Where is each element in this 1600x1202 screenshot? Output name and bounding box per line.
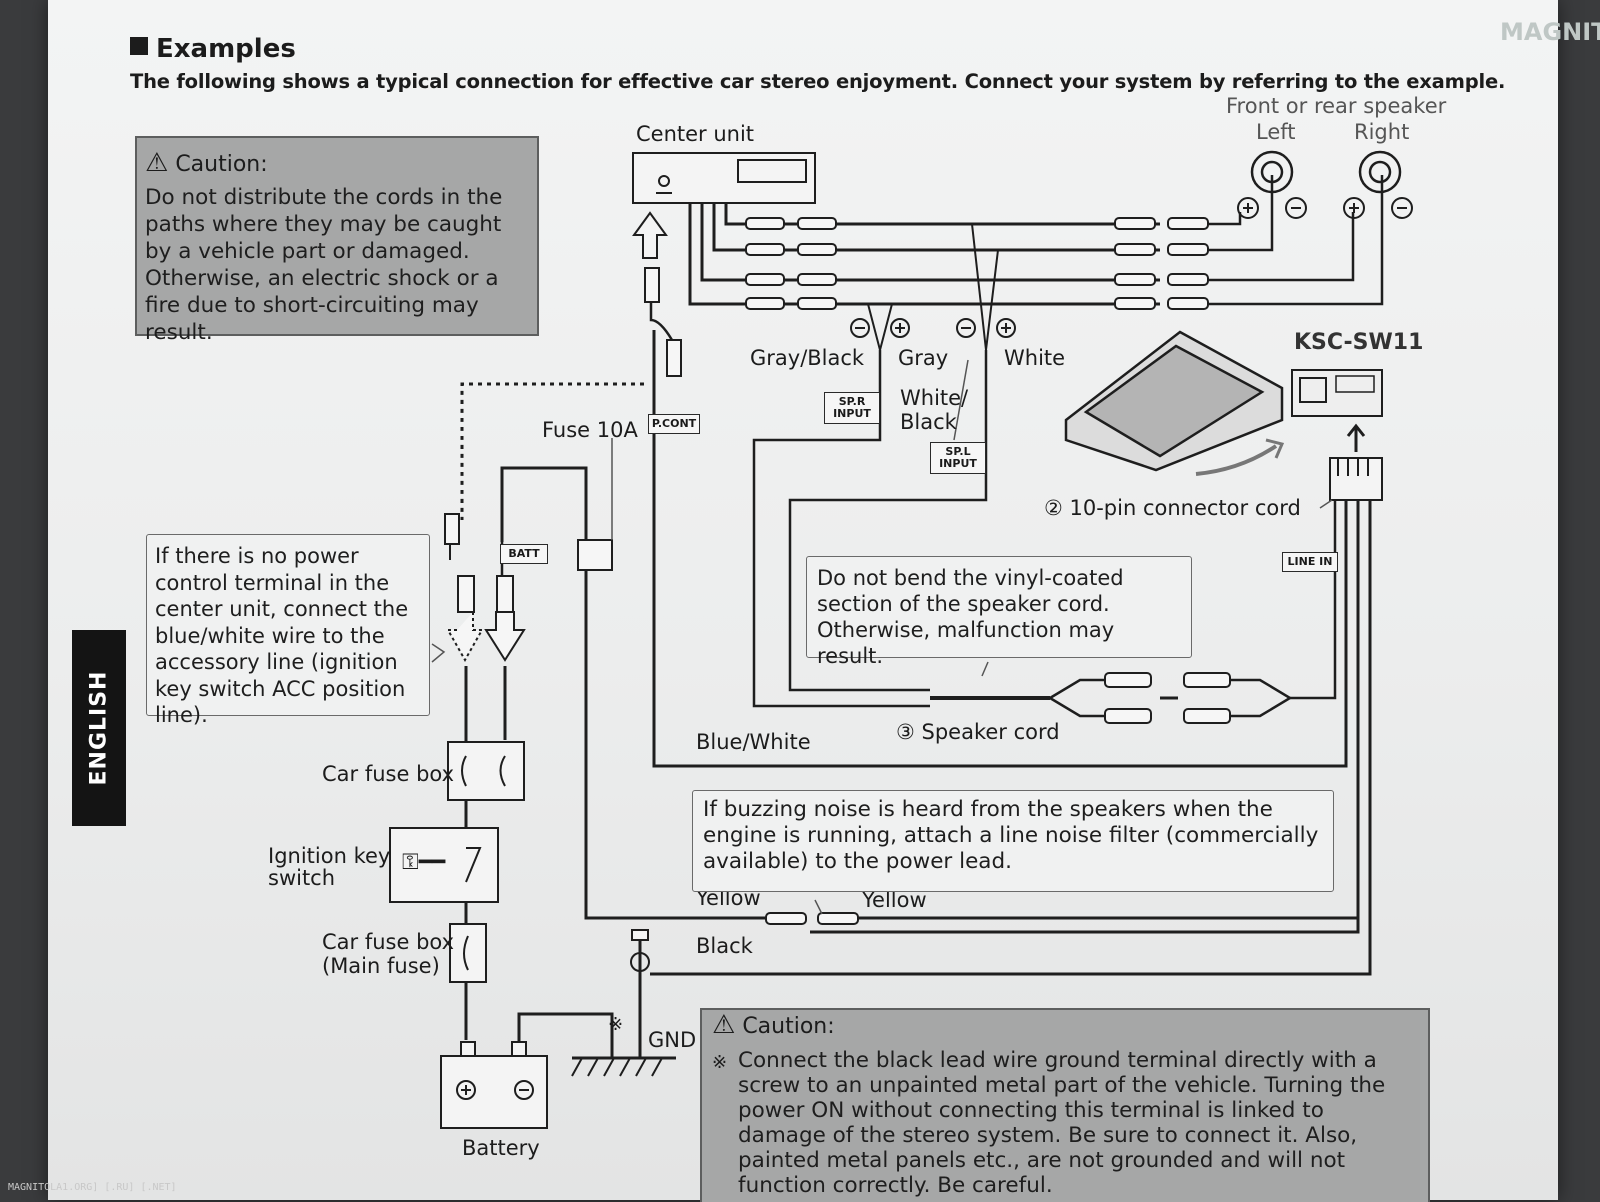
warning-icon: ⚠ xyxy=(145,148,169,178)
subwoofer-unit-icon xyxy=(1064,330,1284,472)
main-fuse-label-2: (Main fuse) xyxy=(322,954,440,978)
speaker-cord-label: ③ Speaker cord xyxy=(896,720,1060,744)
watermark-logo: MAGNITOLA xyxy=(1500,18,1600,46)
caution-box-bottom: ⚠ Caution: ※ Connect the black lead wire… xyxy=(700,1008,1430,1202)
language-tab: ENGLISH xyxy=(72,630,126,826)
connector-cord-label: ② 10-pin connector cord xyxy=(1044,496,1301,520)
main-fuse-label-1: Car fuse box xyxy=(322,930,455,954)
center-unit-label: Center unit xyxy=(636,122,755,146)
note-noise-text: If buzzing noise is heard from the speak… xyxy=(703,797,1319,874)
caution-box-top: ⚠ Caution: Do not distribute the cords i… xyxy=(135,136,539,345)
arrow-up-icon xyxy=(632,211,668,259)
sp-r-input-tag: SP.R INPUT xyxy=(824,392,880,424)
note-power-text: If there is no power control terminal in… xyxy=(155,544,409,727)
batt-tag: BATT xyxy=(500,544,548,564)
caution-bottom-text: Connect the black lead wire ground termi… xyxy=(738,1048,1386,1198)
note-noise-box: If buzzing noise is heard from the speak… xyxy=(692,790,1334,892)
caution-bottom-mark: ※ xyxy=(712,1052,728,1073)
note-bend-text: Do not bend the vinyl-coated section of … xyxy=(817,566,1124,668)
caution-text: Do not distribute the cords in the paths… xyxy=(145,185,503,345)
note-power-box: If there is no power control terminal in… xyxy=(146,534,430,727)
center-unit-box xyxy=(632,152,816,204)
fuse-label: Fuse 10A xyxy=(542,418,638,442)
caution-title: ⚠ Caution: xyxy=(145,148,268,178)
speaker-left-label: Left xyxy=(1256,120,1296,144)
subwoofer-model-label: KSC-SW11 xyxy=(1294,330,1424,355)
white-black-label-1: White/ xyxy=(900,386,969,410)
footer-watermark: MAGNITOLA1.ORG] [.RU] [.NET] xyxy=(8,1182,177,1193)
line-in-tag: LINE IN xyxy=(1282,552,1338,572)
speaker-title: Front or rear speaker xyxy=(1226,94,1447,118)
sp-l-input-tag: SP.L INPUT xyxy=(930,442,986,474)
yellow-right-label: Yellow xyxy=(862,888,927,912)
ground-mark: ※ xyxy=(608,1014,624,1035)
intro-text: The following shows a typical connection… xyxy=(130,70,1506,93)
note-bend-box: Do not bend the vinyl-coated section of … xyxy=(806,556,1192,668)
ignition-label-1: Ignition key xyxy=(268,844,391,868)
blue-white-label: Blue/White xyxy=(696,730,811,754)
speaker-left-icon xyxy=(1250,150,1294,194)
caution-bottom-title: ⚠ Caution: xyxy=(712,1010,835,1040)
gray-label: Gray xyxy=(898,346,949,370)
battery-icon xyxy=(440,1055,548,1129)
car-fuse-box-label: Car fuse box xyxy=(322,762,455,786)
white-label: White xyxy=(1004,346,1066,370)
speaker-right-label: Right xyxy=(1354,120,1410,144)
warning-icon: ⚠ xyxy=(712,1010,736,1040)
section-title: Examples xyxy=(130,34,296,64)
gray-black-label: Gray/Black xyxy=(750,346,865,370)
p-cont-tag: P.CONT xyxy=(648,414,700,434)
ignition-label-2: switch xyxy=(268,866,336,890)
ignition-key-icon: ⚿━━ xyxy=(402,850,446,875)
black-label: Black xyxy=(696,934,753,958)
white-black-label-2: Black xyxy=(900,410,957,434)
gnd-label: GND xyxy=(648,1028,697,1052)
battery-label: Battery xyxy=(462,1136,540,1160)
speaker-right-icon xyxy=(1358,150,1402,194)
